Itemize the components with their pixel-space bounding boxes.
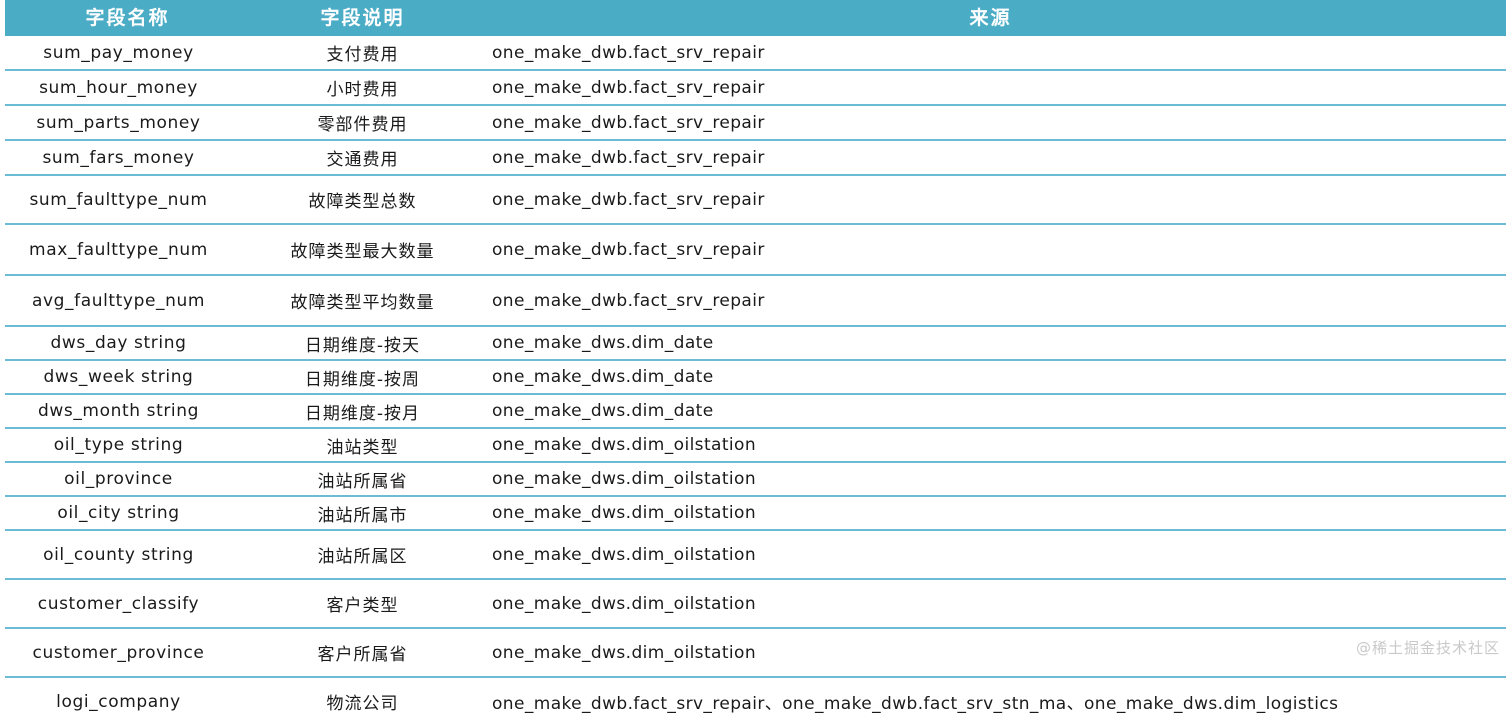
- cell-field-description: 交通费用: [250, 139, 475, 176]
- table-row: oil_type string 油站类型 one_make_dws.dim_oi…: [5, 427, 1506, 463]
- cell-field-description: 油站所属区: [250, 529, 475, 580]
- table-row: sum_pay_money 支付费用 one_make_dwb.fact_srv…: [5, 36, 1506, 71]
- column-header-field-description: 字段说明: [250, 0, 475, 36]
- cell-source: one_make_dws.dim_date: [475, 325, 1506, 361]
- cell-field-name: dws_month string: [5, 393, 250, 429]
- table-header-row: 字段名称 字段说明 来源: [5, 0, 1506, 36]
- column-header-source: 来源: [475, 0, 1506, 36]
- cell-source: one_make_dwb.fact_srv_repair: [475, 36, 1506, 71]
- table-row: avg_faulttype_num 故障类型平均数量 one_make_dwb.…: [5, 274, 1506, 327]
- cell-field-name: oil_county string: [5, 529, 250, 580]
- cell-source: one_make_dwb.fact_srv_repair: [475, 69, 1506, 106]
- cell-field-name: oil_province: [5, 461, 250, 497]
- cell-source: one_make_dwb.fact_srv_repair: [475, 104, 1506, 141]
- cell-field-name: sum_hour_money: [5, 69, 250, 106]
- cell-field-description: 物流公司: [250, 676, 475, 725]
- cell-field-name: sum_pay_money: [5, 36, 250, 71]
- cell-field-name: oil_type string: [5, 427, 250, 463]
- table-row: max_faulttype_num 故障类型最大数量 one_make_dwb.…: [5, 223, 1506, 276]
- table-row: dws_month string 日期维度-按月 one_make_dws.di…: [5, 393, 1506, 429]
- table-row: dws_week string 日期维度-按周 one_make_dws.dim…: [5, 359, 1506, 395]
- cell-source: one_make_dwb.fact_srv_repair: [475, 174, 1506, 225]
- cell-field-name: max_faulttype_num: [5, 223, 250, 276]
- cell-source: one_make_dws.dim_oilstation: [475, 495, 1506, 531]
- cell-field-name: sum_parts_money: [5, 104, 250, 141]
- field-spec-table-container: 字段名称 字段说明 来源 sum_pay_money 支付费用 one_make…: [5, 0, 1506, 725]
- table-row: dws_day string 日期维度-按天 one_make_dws.dim_…: [5, 325, 1506, 361]
- table-body: sum_pay_money 支付费用 one_make_dwb.fact_srv…: [5, 36, 1506, 725]
- cell-field-description: 日期维度-按天: [250, 325, 475, 361]
- cell-field-description: 故障类型总数: [250, 174, 475, 225]
- cell-source: one_make_dws.dim_date: [475, 393, 1506, 429]
- cell-field-name: customer_classify: [5, 578, 250, 629]
- cell-source: one_make_dwb.fact_srv_repair: [475, 139, 1506, 176]
- cell-source: one_make_dwb.fact_srv_repair: [475, 223, 1506, 276]
- cell-source: one_make_dwb.fact_srv_repair: [475, 274, 1506, 327]
- cell-field-name: avg_faulttype_num: [5, 274, 250, 327]
- cell-field-name: sum_faulttype_num: [5, 174, 250, 225]
- table-row: customer_classify 客户类型 one_make_dws.dim_…: [5, 578, 1506, 629]
- field-spec-table: 字段名称 字段说明 来源 sum_pay_money 支付费用 one_make…: [5, 0, 1506, 725]
- cell-field-description: 油站所属市: [250, 495, 475, 531]
- table-row: oil_province 油站所属省 one_make_dws.dim_oils…: [5, 461, 1506, 497]
- cell-source: one_make_dws.dim_oilstation: [475, 578, 1506, 629]
- table-row: logi_company 物流公司 one_make_dwb.fact_srv_…: [5, 676, 1506, 725]
- cell-field-description: 故障类型平均数量: [250, 274, 475, 327]
- table-row: oil_county string 油站所属区 one_make_dws.dim…: [5, 529, 1506, 580]
- cell-source: one_make_dwb.fact_srv_repair、one_make_dw…: [475, 676, 1506, 725]
- cell-source: one_make_dws.dim_oilstation: [475, 627, 1506, 678]
- table-row: oil_city string 油站所属市 one_make_dws.dim_o…: [5, 495, 1506, 531]
- cell-source: one_make_dws.dim_oilstation: [475, 427, 1506, 463]
- cell-field-description: 客户所属省: [250, 627, 475, 678]
- cell-field-description: 日期维度-按周: [250, 359, 475, 395]
- cell-field-description: 零部件费用: [250, 104, 475, 141]
- cell-source: one_make_dws.dim_date: [475, 359, 1506, 395]
- cell-field-description: 小时费用: [250, 69, 475, 106]
- cell-source: one_make_dws.dim_oilstation: [475, 529, 1506, 580]
- cell-field-name: customer_province: [5, 627, 250, 678]
- cell-field-description: 油站类型: [250, 427, 475, 463]
- table-header: 字段名称 字段说明 来源: [5, 0, 1506, 36]
- cell-field-name: sum_fars_money: [5, 139, 250, 176]
- cell-field-name: logi_company: [5, 676, 250, 725]
- table-row: customer_province 客户所属省 one_make_dws.dim…: [5, 627, 1506, 678]
- table-row: sum_hour_money 小时费用 one_make_dwb.fact_sr…: [5, 69, 1506, 106]
- table-row: sum_parts_money 零部件费用 one_make_dwb.fact_…: [5, 104, 1506, 141]
- table-row: sum_faulttype_num 故障类型总数 one_make_dwb.fa…: [5, 174, 1506, 225]
- cell-field-description: 故障类型最大数量: [250, 223, 475, 276]
- cell-field-description: 油站所属省: [250, 461, 475, 497]
- cell-field-description: 日期维度-按月: [250, 393, 475, 429]
- cell-source: one_make_dws.dim_oilstation: [475, 461, 1506, 497]
- table-row: sum_fars_money 交通费用 one_make_dwb.fact_sr…: [5, 139, 1506, 176]
- cell-field-description: 支付费用: [250, 36, 475, 71]
- cell-field-name: dws_day string: [5, 325, 250, 361]
- column-header-field-name: 字段名称: [5, 0, 250, 36]
- cell-field-name: dws_week string: [5, 359, 250, 395]
- cell-field-name: oil_city string: [5, 495, 250, 531]
- cell-field-description: 客户类型: [250, 578, 475, 629]
